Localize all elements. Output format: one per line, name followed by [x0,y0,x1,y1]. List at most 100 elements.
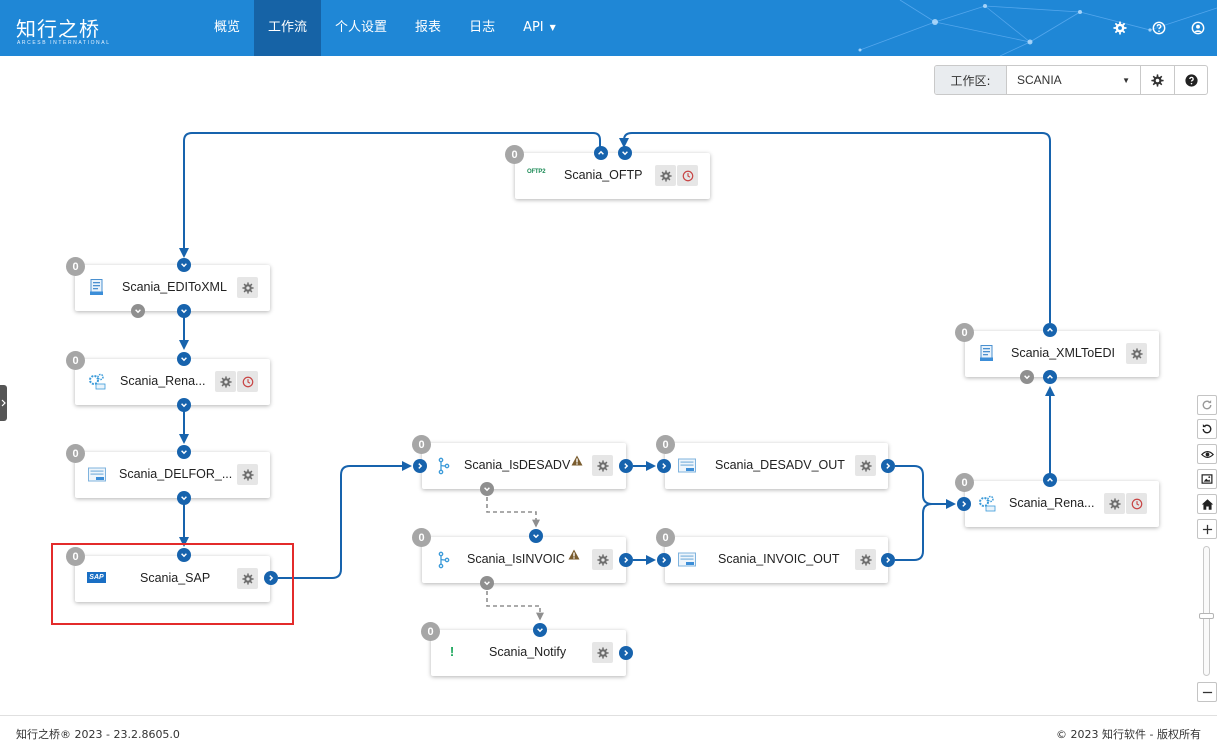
node-scania-oftp[interactable]: OFTP2 Scania_OFTP [515,153,710,199]
node-schedule-button[interactable] [677,165,698,186]
node-label: Scania_Rena... [1009,496,1095,510]
preview-button[interactable] [1197,444,1217,464]
logo-text: 知行之桥 [16,17,100,41]
input-port-right[interactable] [957,497,971,511]
xml-to-edi-document-icon [980,345,993,361]
output-port-up[interactable] [594,146,608,160]
node-label: Scania_EDIToXML [122,280,227,294]
node-count-badge: 0 [66,547,85,566]
node-settings-button[interactable] [855,455,876,476]
node-label: Scania_IsINVOIC [467,552,565,566]
node-scania-sap[interactable]: SAP Scania_SAP [75,556,270,602]
gear-icon[interactable] [1100,0,1139,56]
node-scania-rename-1[interactable]: Scania_Rena... [75,359,270,405]
output-port-up[interactable] [1043,473,1057,487]
else-port-down[interactable] [480,482,494,496]
output-port-down[interactable] [177,491,191,505]
input-port-right[interactable] [657,553,671,567]
nav-api[interactable]: API ▼ [509,0,570,56]
input-port-up[interactable] [1043,370,1057,384]
logo-subtext: ARCESB INTERNATIONAL [17,40,111,46]
node-scania-desadv-out[interactable]: Scania_DESADV_OUT [665,443,888,489]
help-circle-icon[interactable] [1139,0,1178,56]
input-port-down[interactable] [529,529,543,543]
zoom-out-button[interactable] [1197,682,1217,702]
output-port-right[interactable] [881,553,895,567]
xml-document-icon [678,552,696,567]
node-count-badge: 0 [656,435,675,454]
gear-icon [241,572,254,585]
node-scania-xmltoedi[interactable]: Scania_XMLToEDI [965,331,1159,377]
node-count-badge: 0 [505,145,524,164]
nav-logs[interactable]: 日志 [469,20,496,35]
rename-gear-icon [979,495,996,512]
undo-button[interactable] [1197,419,1217,439]
selection-highlight [51,543,294,625]
node-label: Scania_DELFOR_... [119,467,233,481]
node-scania-isinvoic[interactable]: Scania_IsINVOIC [422,537,626,583]
node-scania-isdesadv[interactable]: Scania_IsDESADV [422,443,626,489]
input-port-right[interactable] [657,459,671,473]
nav-overview[interactable]: 概览 [214,20,241,35]
nav-reports[interactable]: 报表 [415,20,442,35]
input-port-down[interactable] [177,352,191,366]
user-icon[interactable] [1178,0,1217,56]
node-settings-button[interactable] [237,568,258,589]
node-settings-button[interactable] [1104,493,1125,514]
input-port-down[interactable] [533,623,547,637]
node-scania-delfor[interactable]: Scania_DELFOR_... [75,452,270,498]
output-port-down[interactable] [177,398,191,412]
workspace-settings-button[interactable] [1141,66,1174,94]
caret-down-icon: ▼ [1122,75,1130,85]
redo-button[interactable] [1197,395,1217,415]
node-label: Scania_IsDESADV [464,458,571,472]
output-port-right[interactable] [619,646,633,660]
zoom-slider-track[interactable] [1203,546,1210,676]
input-port-down[interactable] [618,146,632,160]
gear-icon [596,646,609,659]
output-port-right[interactable] [881,459,895,473]
home-button[interactable] [1197,494,1217,514]
input-port-down[interactable] [177,258,191,272]
minimap-button[interactable] [1197,469,1217,489]
node-settings-button[interactable] [1126,343,1147,364]
node-scania-rename-2[interactable]: Scania_Rena... [965,481,1159,527]
node-settings-button[interactable] [855,549,876,570]
zoom-slider-thumb[interactable] [1199,613,1214,619]
workspace-help-button[interactable] [1174,66,1207,94]
node-label: Scania_Notify [489,645,567,659]
node-settings-button[interactable] [215,371,236,392]
node-settings-button[interactable] [592,642,613,663]
node-schedule-button[interactable] [1126,493,1147,514]
nav-profile[interactable]: 个人设置 [335,20,388,35]
input-port-right[interactable] [413,459,427,473]
node-settings-button[interactable] [592,455,613,476]
nav-workflow[interactable]: 工作流 [254,0,322,56]
output-port-right[interactable] [619,459,633,473]
node-scania-editoxml[interactable]: Scania_EDIToXML [75,265,270,311]
gear-icon [241,281,254,294]
node-settings-button[interactable] [237,277,258,298]
node-settings-button[interactable] [655,165,676,186]
nav-api-label: API [523,20,544,35]
output-port-right[interactable] [264,571,278,585]
output-port-up[interactable] [1043,323,1057,337]
error-port-down[interactable] [1020,370,1034,384]
node-settings-button[interactable] [592,549,613,570]
node-schedule-button[interactable] [237,371,258,392]
input-port-down[interactable] [177,548,191,562]
error-port-down[interactable] [131,304,145,318]
top-navbar: 知行之桥 ARCESB INTERNATIONAL 概览 工作流 个人设置 报表… [0,0,1217,56]
node-settings-button[interactable] [237,464,258,485]
delfor-document-icon [88,467,106,482]
node-scania-invoic-out[interactable]: Scania_INVOIC_OUT [665,537,888,583]
zoom-in-button[interactable] [1197,519,1217,539]
side-panel-toggle[interactable] [0,385,7,421]
output-port-down[interactable] [177,304,191,318]
node-scania-notify[interactable]: ! Scania_Notify [431,630,626,676]
input-port-down[interactable] [177,445,191,459]
workspace-select[interactable]: SCANIA ▼ [1007,66,1141,94]
output-port-right[interactable] [619,553,633,567]
else-port-down[interactable] [480,576,494,590]
xml-document-icon [678,458,696,473]
